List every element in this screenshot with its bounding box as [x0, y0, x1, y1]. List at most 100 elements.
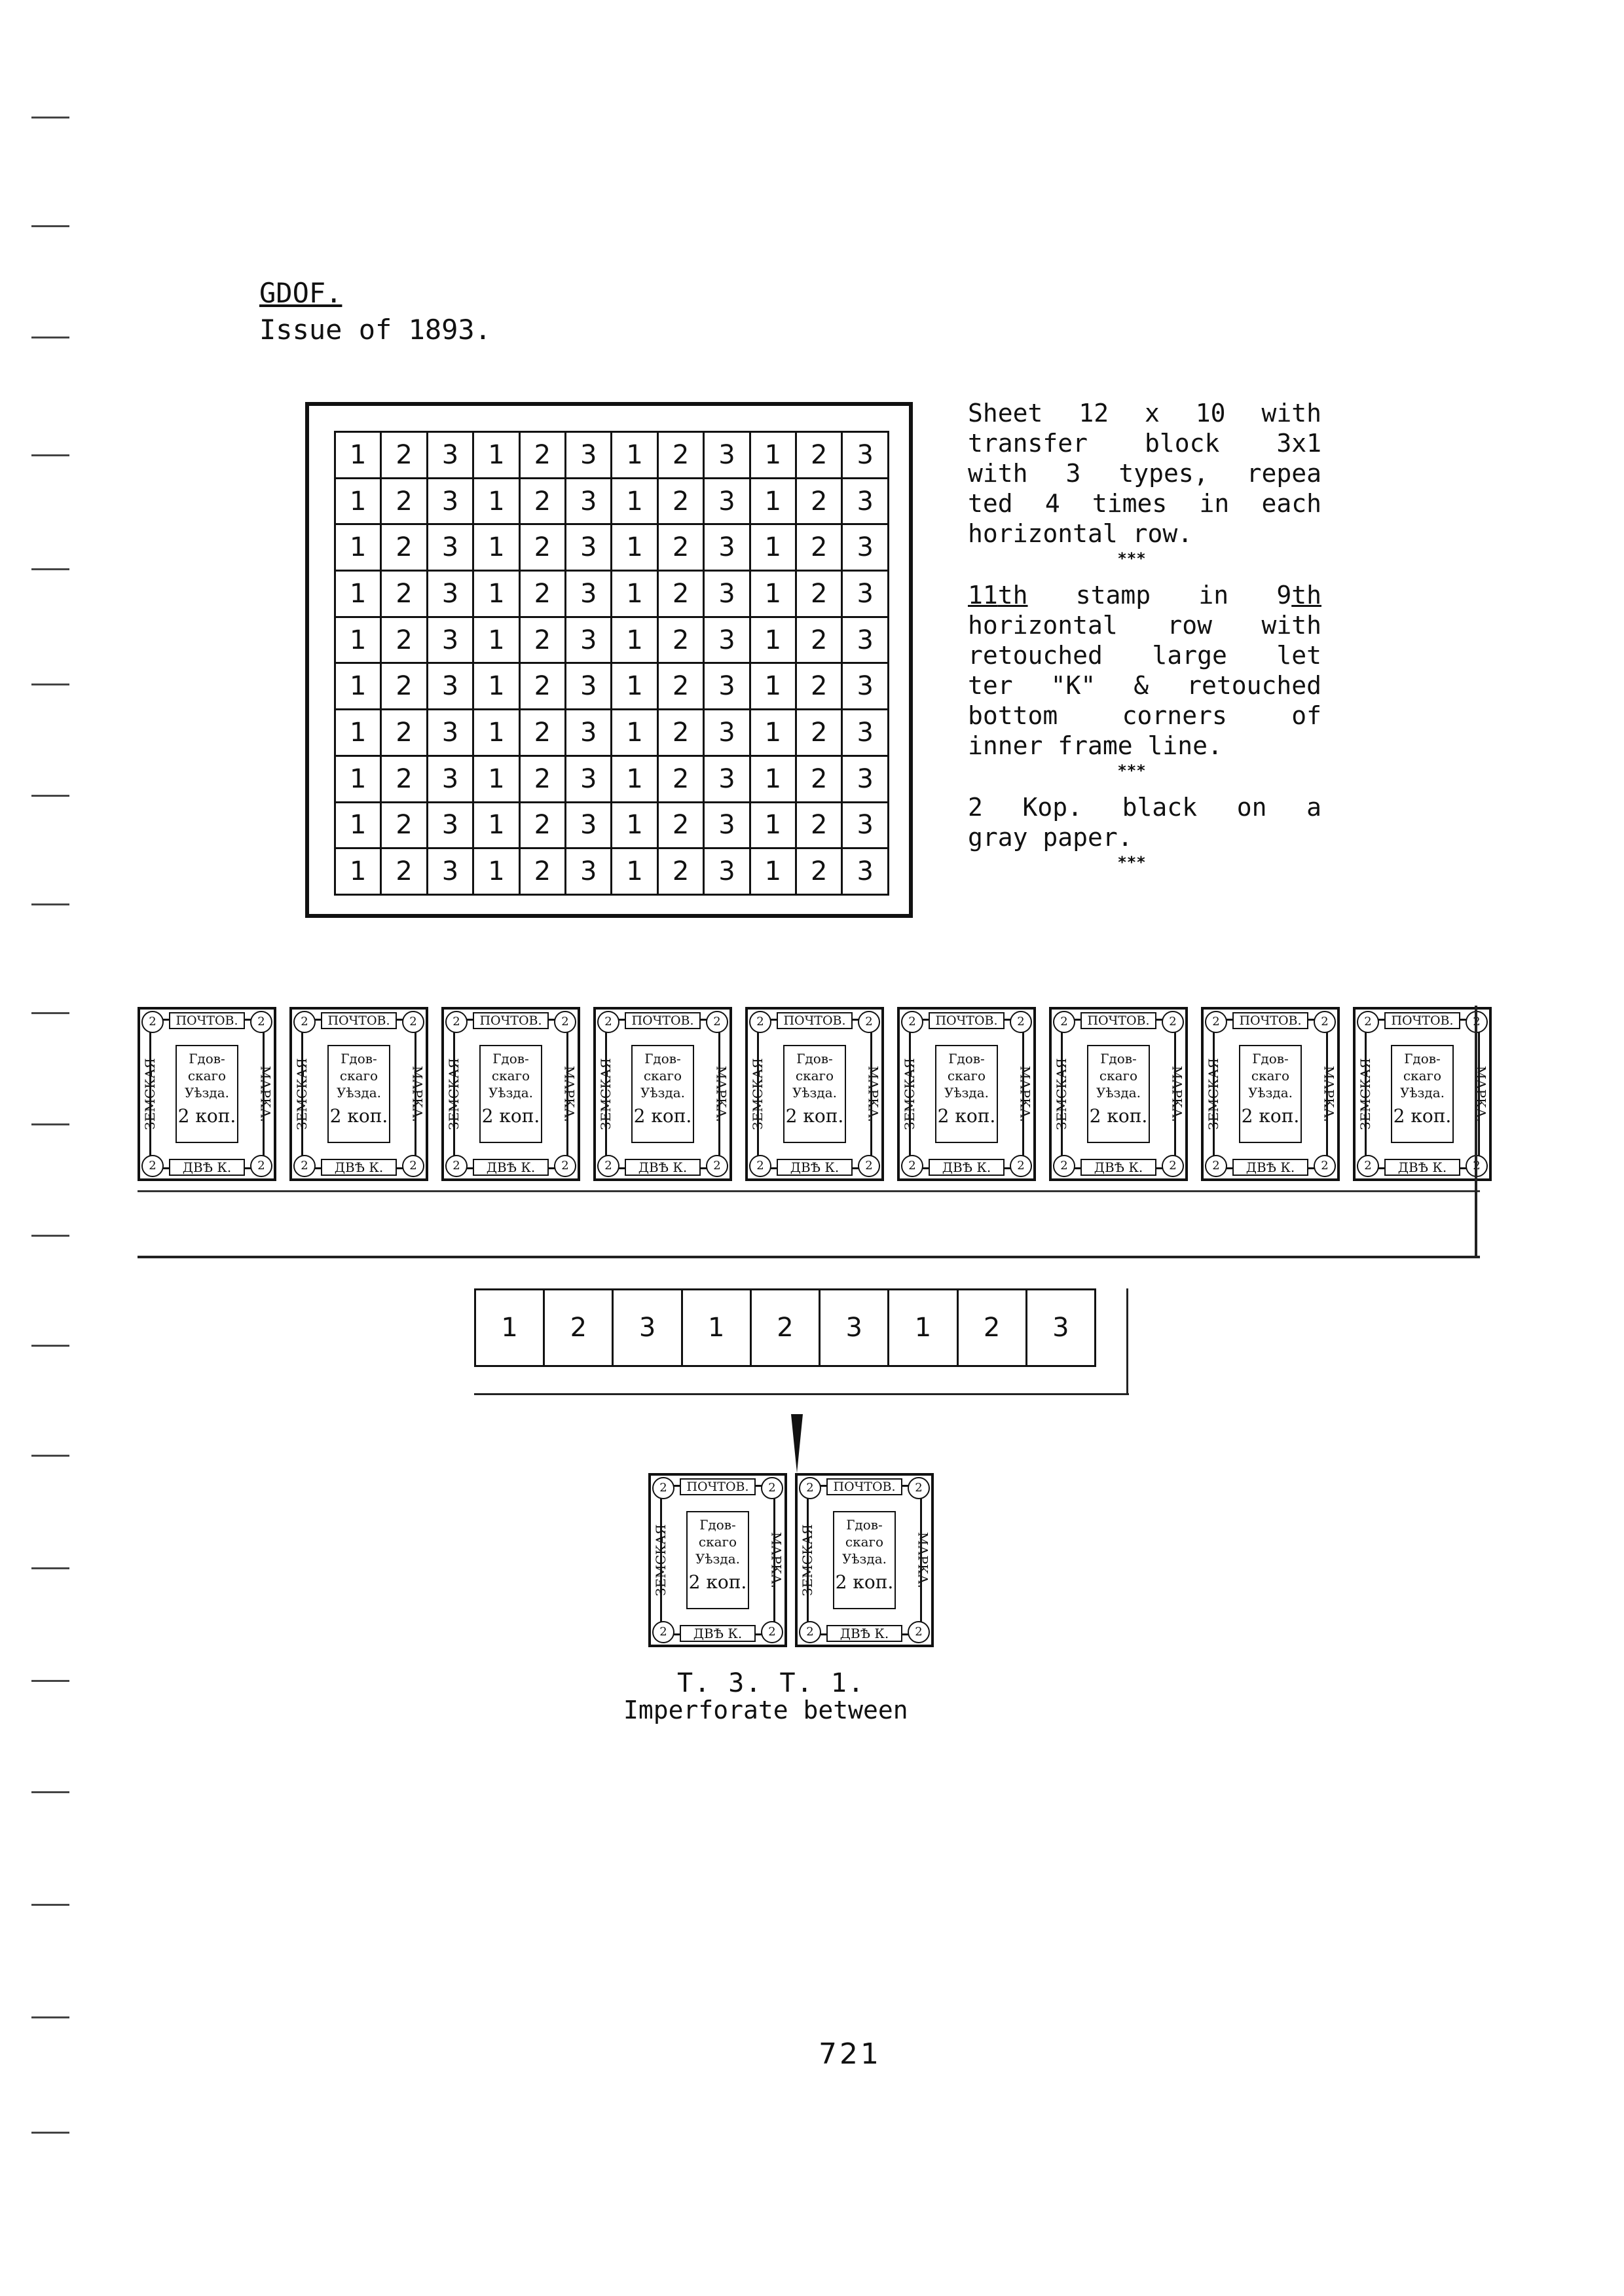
sheet-cell: 1 — [748, 431, 798, 479]
sheet-cell: 3 — [841, 570, 889, 618]
note-line: gray paper. — [968, 823, 1133, 852]
type-cell: 1 — [473, 1288, 545, 1367]
stamp-center-line: Гдов- — [796, 1051, 833, 1066]
stamp-corner-numeral: 2 — [402, 1011, 424, 1033]
type-cell: 1 — [680, 1288, 752, 1367]
sheet-cell: 2 — [518, 615, 567, 665]
stamp-left-label: ЗЕМСКАЯ — [445, 1058, 462, 1130]
stamp-top-label: ПОЧТОВ. — [1384, 1012, 1460, 1029]
stamp-top-label: ПОЧТОВ. — [826, 1478, 902, 1495]
sheet-cell: 1 — [333, 431, 382, 479]
sheet-cell: 1 — [472, 523, 521, 572]
strip-margin-line — [138, 1256, 1480, 1258]
sheet-cell: 3 — [703, 662, 751, 711]
sheet-cell: 2 — [380, 523, 428, 572]
sheet-cell: 2 — [795, 615, 843, 665]
stamp-corner-numeral: 2 — [554, 1155, 576, 1177]
sheet-cell: 2 — [380, 662, 428, 711]
stamp-corner-numeral: 2 — [141, 1011, 164, 1033]
sheet-cell: 1 — [748, 754, 798, 803]
binder-tick — [31, 337, 69, 338]
type-cell: 3 — [819, 1288, 890, 1367]
stamp-center-line: скаго — [643, 1068, 682, 1084]
sheet-cell: 3 — [841, 662, 889, 711]
binder-tick — [31, 117, 69, 118]
binder-tick — [31, 568, 69, 570]
stamp-left-label: ЗЕМСКАЯ — [749, 1058, 766, 1130]
sheet-cell: 3 — [703, 847, 751, 896]
sheet-cell: 2 — [380, 847, 428, 896]
stamp-center-line: Уѣзда. — [1096, 1085, 1141, 1101]
sheet-cell: 3 — [703, 477, 751, 526]
sheet-cell: 3 — [841, 754, 889, 803]
note-line: retouched large let — [968, 641, 1321, 670]
pointer-arrow-icon — [791, 1414, 803, 1473]
sheet-cell: 2 — [518, 477, 567, 526]
sheet-cell: 2 — [656, 801, 705, 850]
sheet-cell: 2 — [518, 847, 567, 896]
sheet-cell: 3 — [703, 754, 751, 803]
stamp-value: 2 коп. — [937, 1105, 996, 1127]
sheet-cell: 1 — [472, 801, 521, 850]
stamp-left-label: ЗЕМСКАЯ — [597, 1058, 614, 1130]
stamp-corner-numeral: 2 — [1010, 1155, 1032, 1177]
sheet-cell: 3 — [841, 801, 889, 850]
note-line: inner frame line. — [968, 731, 1223, 760]
sheet-cell: 3 — [703, 523, 751, 572]
type-cell: 2 — [543, 1288, 614, 1367]
stamp-corner-numeral: 2 — [901, 1011, 923, 1033]
stamp-center-line: скаго — [795, 1068, 834, 1084]
stamp-corner-numeral: 2 — [1053, 1155, 1075, 1177]
stamp-center-line: скаго — [1403, 1068, 1442, 1084]
binder-tick — [31, 1123, 69, 1125]
stamp-left-label: ЗЕМСКАЯ — [293, 1058, 310, 1130]
stamp-corner-numeral: 2 — [706, 1155, 728, 1177]
sheet-cell: 1 — [748, 523, 798, 572]
stamp-center-line: Уѣзда. — [695, 1551, 741, 1567]
sheet-cell: 3 — [564, 801, 613, 850]
stamp-corner-numeral: 2 — [706, 1011, 728, 1033]
stamp-bottom-label: ДВѢ К. — [321, 1159, 397, 1176]
sheet-cell: 3 — [703, 615, 751, 665]
stamp-corner-numeral: 2 — [293, 1155, 316, 1177]
binder-tick — [31, 683, 69, 685]
sheet-cell: 2 — [795, 847, 843, 896]
stamp-corner-numeral: 2 — [908, 1477, 930, 1499]
stamp-corner-numeral: 2 — [1357, 1155, 1379, 1177]
stamp-corner-numeral: 2 — [749, 1011, 771, 1033]
binder-tick — [31, 1235, 69, 1237]
stamp-corner-numeral: 2 — [1205, 1011, 1227, 1033]
note-line: transfer block 3x1 — [968, 429, 1321, 458]
sheet-cell: 1 — [610, 801, 659, 850]
stamp-corner-numeral: 2 — [1010, 1011, 1032, 1033]
stamp-right-label: МАРКА. — [409, 1065, 426, 1123]
separator-stars: *** — [1117, 549, 1146, 568]
stamp-top-label: ПОЧТОВ. — [680, 1478, 756, 1495]
stamp-top-label: ПОЧТОВ. — [777, 1012, 853, 1029]
separator-stars: *** — [1117, 761, 1146, 780]
sheet-cell: 2 — [656, 754, 705, 803]
stamp-corner-numeral: 2 — [858, 1155, 880, 1177]
sheet-cell: 3 — [703, 801, 751, 850]
stamp-corner-numeral: 2 — [799, 1621, 821, 1643]
sheet-cell: 2 — [518, 431, 567, 479]
stamp-center-line: скаго — [1251, 1068, 1290, 1084]
stamp-center-line: скаго — [339, 1068, 378, 1084]
sheet-cell: 2 — [656, 431, 705, 479]
stamp-bottom-label: ДВѢ К. — [1232, 1159, 1308, 1176]
page-subtitle: Issue of 1893. — [259, 314, 492, 346]
stamp-center-line: Гдов- — [189, 1051, 225, 1066]
stamp-top-label: ПОЧТОВ. — [169, 1012, 245, 1029]
